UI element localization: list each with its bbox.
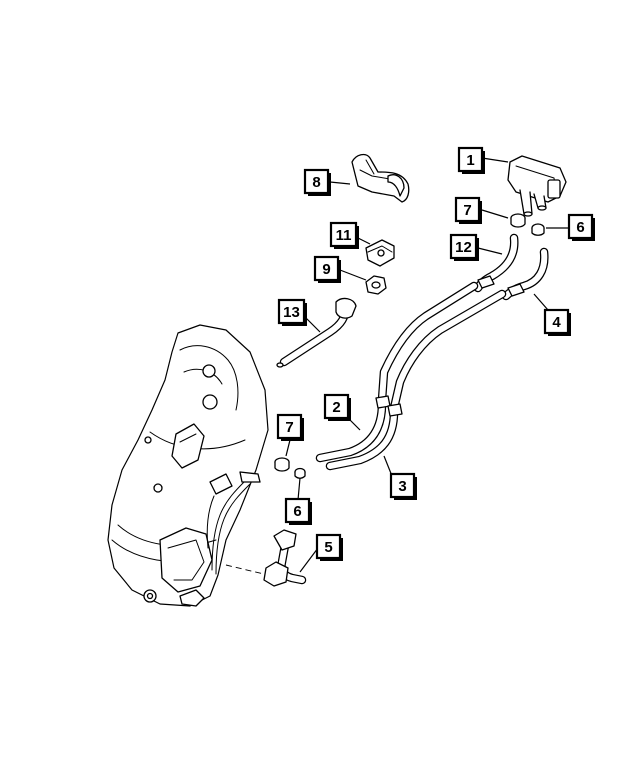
part-7-clamp-lower	[274, 457, 290, 472]
callout-5-label: 5	[324, 539, 332, 556]
callout-7-upper-label: 7	[463, 202, 471, 219]
callout-7-lower-label: 7	[285, 419, 293, 436]
part-1-pressure-sensor	[507, 155, 567, 217]
part-8-bracket-clip	[351, 153, 410, 203]
callout-7-lower: 7	[276, 413, 304, 441]
callout-4: 4	[543, 308, 571, 336]
callout-13: 13	[277, 298, 307, 326]
part-2-lower-hose	[315, 395, 391, 463]
callout-5: 5	[315, 533, 343, 561]
callout-2-label: 2	[332, 399, 340, 416]
callout-6-upper: 6	[567, 213, 595, 241]
callout-12-label: 12	[455, 239, 472, 256]
callout-6-upper-label: 6	[576, 219, 584, 236]
leader-lines	[285, 157, 568, 573]
callout-9: 9	[313, 255, 341, 283]
callout-7-upper: 7	[454, 196, 482, 224]
callout-6-lower: 6	[284, 497, 312, 525]
part-5-fitting-tube	[263, 529, 307, 587]
callout-11-label: 11	[336, 227, 352, 244]
part-6-clamp-upper	[531, 223, 545, 236]
callout-1-label: 1	[466, 152, 474, 169]
callout-3-label: 3	[398, 478, 406, 495]
callout-8-label: 8	[312, 174, 320, 191]
metal-tube-pair	[377, 281, 507, 413]
catalytic-converter-assembly	[107, 324, 269, 607]
callout-3: 3	[389, 472, 417, 500]
callout-8: 8	[303, 168, 331, 196]
callout-6-lower-label: 6	[293, 503, 301, 520]
part-13-tube	[276, 297, 357, 368]
part-7-clamp-upper	[510, 213, 526, 228]
callout-11: 11	[329, 221, 359, 249]
callout-13-label: 13	[283, 304, 300, 321]
callout-2: 2	[323, 393, 351, 421]
part-3-lower-hose	[325, 403, 403, 471]
part-12-upper-hose	[473, 233, 519, 293]
part-9-nut	[365, 275, 387, 295]
part-11-clip-nut	[365, 239, 395, 267]
callout-12: 12	[449, 233, 479, 261]
part-4-upper-hose	[501, 247, 549, 301]
part-6-clamp-lower	[294, 467, 306, 479]
callout-1: 1	[457, 146, 485, 174]
callout-4-label: 4	[552, 314, 561, 331]
callout-9-label: 9	[322, 261, 330, 278]
